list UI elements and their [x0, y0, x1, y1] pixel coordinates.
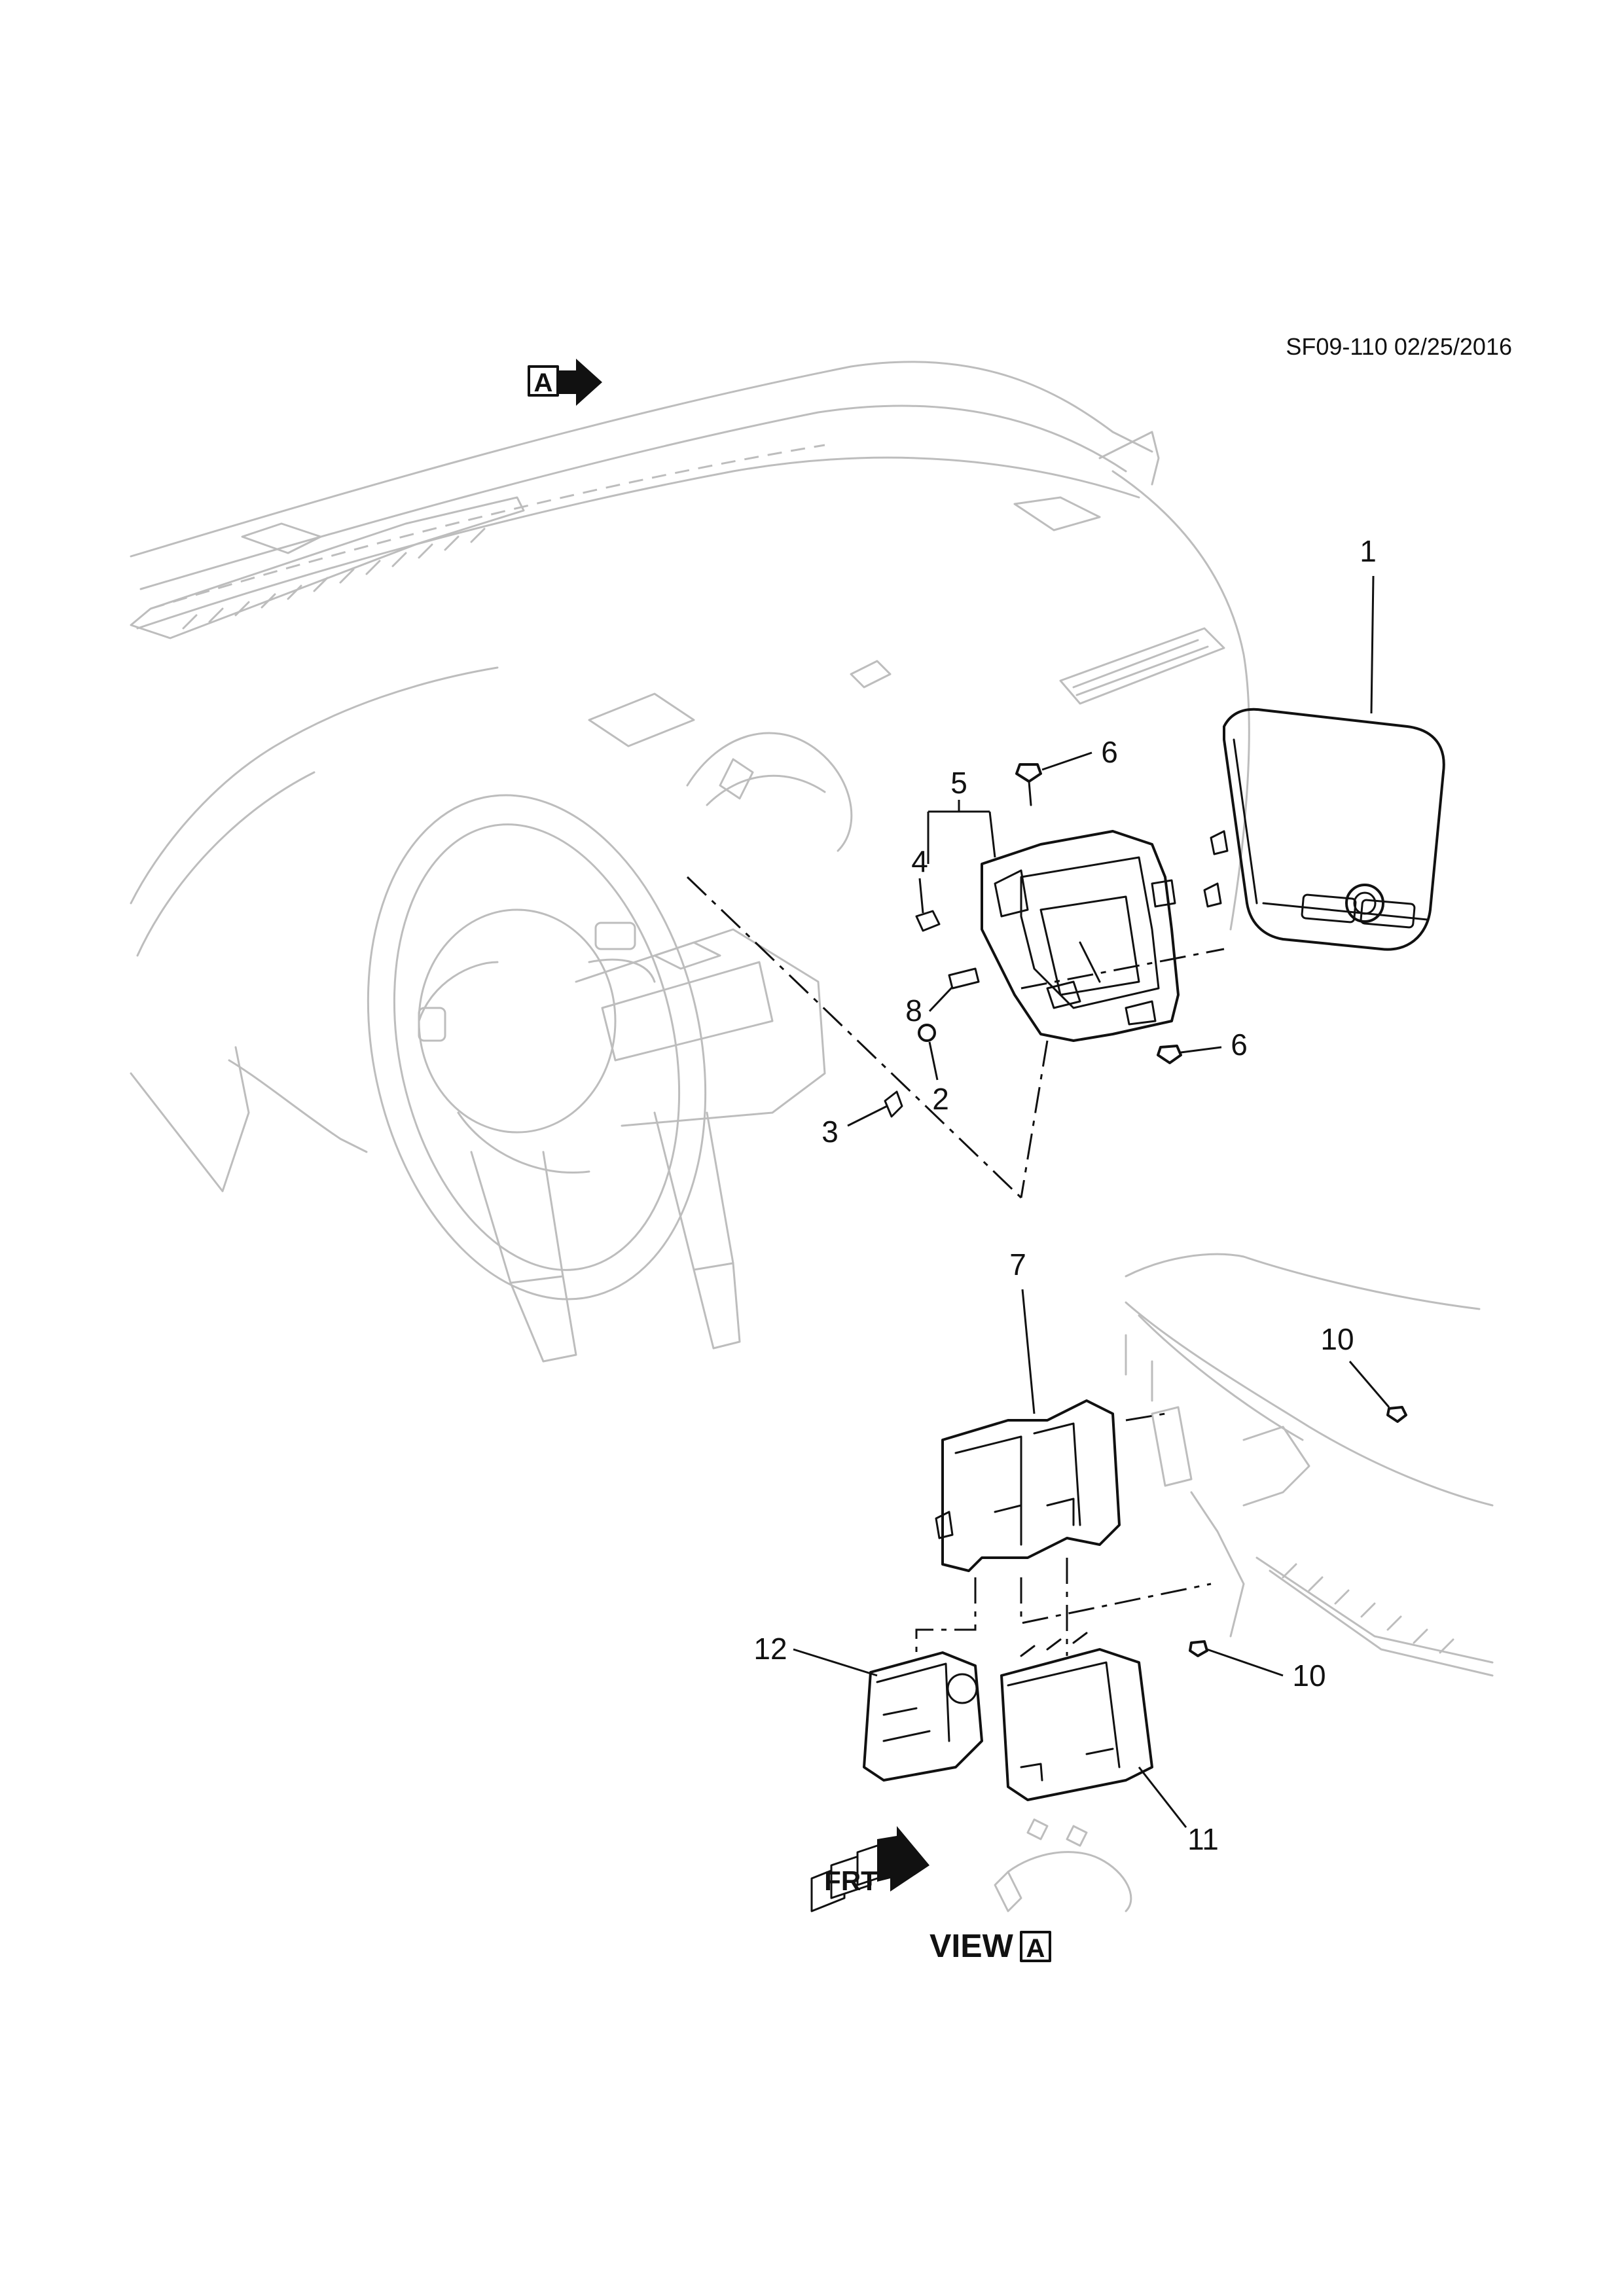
- bolt-part-6-lower: [1157, 1045, 1182, 1064]
- display-bracket-part-5: [981, 830, 1180, 1042]
- phantom-line-lower-left: [915, 1577, 977, 1656]
- svg-text:5: 5: [950, 766, 967, 800]
- view-a-tag-letter: A: [534, 368, 553, 397]
- callout-6-upper: 6: [1041, 735, 1118, 771]
- callout-8: 8: [905, 986, 954, 1028]
- module-bracket-part-7: [935, 1399, 1121, 1572]
- phantom-line-panel: [686, 876, 1022, 1199]
- phantom-line-display: [1020, 948, 1225, 990]
- reference-code: SF09-110 02/25/2016: [1286, 333, 1512, 360]
- svg-text:4: 4: [911, 844, 928, 878]
- callout-7: 7: [1009, 1247, 1036, 1414]
- phantom-line-lower-right: [1020, 1577, 1212, 1624]
- svg-text:11: 11: [1187, 1822, 1219, 1856]
- screw-part-2: [918, 1024, 936, 1042]
- svg-text:1: 1: [1360, 534, 1377, 568]
- callout-10-lower: 10: [1206, 1648, 1326, 1693]
- svg-text:6: 6: [1101, 735, 1118, 769]
- callout-3: 3: [821, 1105, 888, 1149]
- instrument-panel-outline: [130, 361, 1250, 1363]
- svg-text:10: 10: [1320, 1322, 1354, 1356]
- cowl-structure: [1125, 1253, 1494, 1677]
- svg-text:3: 3: [821, 1115, 839, 1149]
- clip-part-8: [948, 967, 980, 990]
- svg-text:8: 8: [905, 994, 922, 1028]
- svg-text:6: 6: [1231, 1028, 1248, 1062]
- control-module-part-12: [863, 1651, 983, 1782]
- callout-11: 11: [1138, 1767, 1219, 1856]
- control-module-part-11: [1000, 1632, 1153, 1801]
- callout-10-upper: 10: [1320, 1322, 1390, 1408]
- front-direction-arrow: FRT: [810, 1826, 929, 1912]
- callout-2: 2: [928, 1041, 949, 1116]
- svg-text:12: 12: [753, 1632, 787, 1666]
- view-label: VIEW: [929, 1928, 1014, 1964]
- svg-text:7: 7: [1009, 1247, 1026, 1282]
- clip-part-3: [884, 1090, 903, 1118]
- bolt-part-6-upper: [1015, 763, 1042, 806]
- steering-wheel: [367, 794, 707, 1300]
- callout-1: 1: [1360, 534, 1377, 714]
- view-a-caption: VIEW A: [929, 1928, 1051, 1964]
- callout-12: 12: [753, 1632, 878, 1677]
- display-module-part-1: [1203, 708, 1445, 951]
- svg-text:2: 2: [932, 1082, 949, 1116]
- view-a-arrow-tag: A: [528, 359, 602, 406]
- view-caption-letter: A: [1026, 1934, 1045, 1963]
- callout-6-lower: 6: [1180, 1028, 1248, 1062]
- phantom-line-bracket-cowl: [1125, 1412, 1166, 1422]
- callout-5: 5: [927, 766, 996, 864]
- frt-label: FRT: [824, 1865, 878, 1896]
- bolt-part-10-lower: [1189, 1640, 1208, 1657]
- nut-part-4: [915, 910, 941, 932]
- bolt-part-10-upper: [1386, 1406, 1407, 1423]
- svg-text:10: 10: [1292, 1659, 1326, 1693]
- callout-4: 4: [911, 844, 928, 914]
- phantom-line-bracket: [1020, 1040, 1049, 1198]
- wiring-harness: [994, 1818, 1132, 1912]
